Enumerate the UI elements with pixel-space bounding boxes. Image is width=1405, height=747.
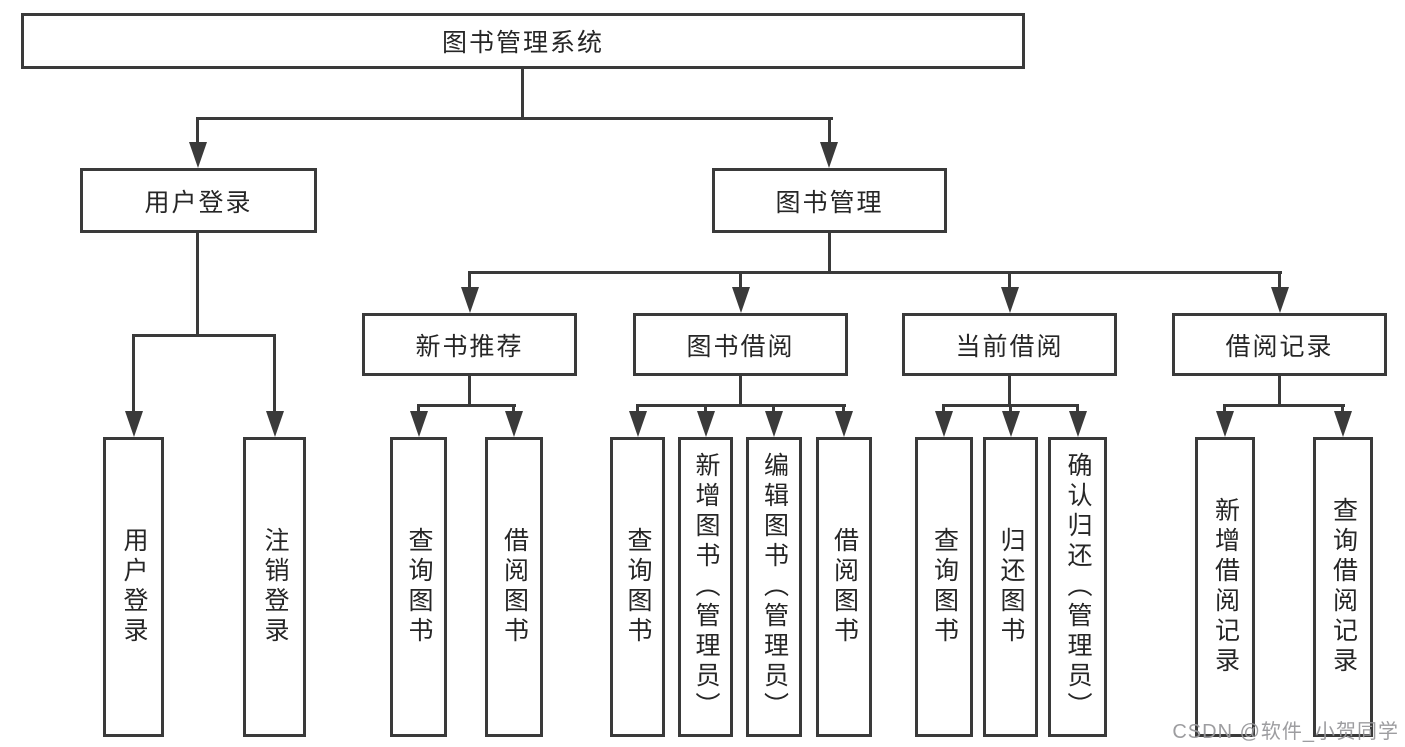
arrow-down-icon [835,411,853,437]
connector-line [273,334,276,411]
connector-line [942,404,945,414]
arrow-down-icon [505,411,523,437]
node-label: 用户登录 [144,188,253,217]
arrow-down-icon [765,411,783,437]
node-current-borrowing: 当前借阅 [902,313,1117,376]
connector-line [1009,404,1012,414]
arrow-down-icon [697,411,715,437]
arrow-down-icon [125,411,143,437]
leaf-query-books-borrowing: 查询图书 [610,437,665,737]
leaf-label: 借阅图书 [830,527,859,647]
leaf-label: 查询图书 [930,527,959,647]
connector-line [468,376,471,407]
leaf-query-books-current: 查询图书 [915,437,973,737]
node-library-management-system: 图书管理系统 [21,13,1025,69]
node-book-borrowing: 图书借阅 [633,313,848,376]
leaf-query-borrow-record: 查询借阅记录 [1313,437,1373,737]
connector-line [132,334,276,337]
connector-line [772,404,775,414]
arrow-down-icon [732,287,750,313]
leaf-add-books-admin: 新增图书（管理员） [678,437,733,737]
connector-line [1341,404,1344,414]
leaf-borrow-books-recommend: 借阅图书 [485,437,543,737]
node-user-login: 用户登录 [80,168,317,233]
connector-line [1278,376,1281,407]
leaf-label: 编辑图书（管理员） [760,452,789,722]
connector-line [468,271,471,289]
arrow-down-icon [1271,287,1289,313]
leaf-label: 用户登录 [120,527,148,647]
leaf-add-borrow-record: 新增借阅记录 [1195,437,1255,737]
arrow-down-icon [1334,411,1352,437]
leaf-label: 归还图书 [997,527,1025,647]
connector-line [196,117,199,144]
node-label: 借阅记录 [1225,332,1334,361]
arrow-down-icon [820,142,838,168]
leaf-logout: 注销登录 [243,437,306,737]
arrow-down-icon [461,287,479,313]
connector-line [512,404,515,414]
node-label: 图书借阅 [686,332,795,361]
connector-line [1223,404,1345,407]
arrow-down-icon [1001,287,1019,313]
arrow-down-icon [1069,411,1087,437]
leaf-borrow-books: 借阅图书 [816,437,872,737]
node-book-management: 图书管理 [712,168,947,233]
leaf-confirm-return-admin: 确认归还（管理员） [1048,437,1107,737]
connector-line [196,117,833,120]
leaf-label: 注销登录 [261,527,289,647]
connector-line [1223,404,1226,414]
leaf-label: 查询借阅记录 [1329,497,1358,677]
arrow-down-icon [410,411,428,437]
connector-line [739,376,742,407]
connector-line [842,404,845,414]
leaf-query-books-recommend: 查询图书 [390,437,447,737]
watermark: CSDN @软件_小贺同学 [1172,721,1399,743]
connector-line [739,271,742,289]
arrow-down-icon [189,142,207,168]
connector-line [521,69,524,119]
leaf-label: 确认归还（管理员） [1064,452,1092,722]
node-label: 新书推荐 [415,332,524,361]
leaf-label: 查询图书 [624,527,652,647]
leaf-label: 新增图书（管理员） [692,452,720,722]
node-label: 图书管理 [775,188,884,217]
leaf-return-books: 归还图书 [983,437,1038,737]
leaf-edit-books-admin: 编辑图书（管理员） [746,437,802,737]
connector-line [828,233,831,274]
arrow-down-icon [935,411,953,437]
leaf-label: 新增借阅记录 [1211,497,1240,677]
arrow-down-icon [629,411,647,437]
node-label: 图书管理系统 [441,29,604,57]
arrow-down-icon [266,411,284,437]
node-borrowing-records: 借阅记录 [1172,313,1387,376]
leaf-label: 借阅图书 [500,527,529,647]
connector-line [196,233,199,337]
connector-line [828,117,831,144]
arrow-down-icon [1216,411,1234,437]
leaf-user-login: 用户登录 [103,437,164,737]
connector-line [132,334,135,411]
connector-line [1076,404,1079,414]
node-label: 当前借阅 [955,332,1064,361]
leaf-label: 查询图书 [405,527,433,647]
connector-line [636,404,846,407]
connector-line [417,404,420,414]
connector-line [417,404,516,407]
arrow-down-icon [1002,411,1020,437]
connector-line [1008,376,1011,407]
node-new-book-recommendation: 新书推荐 [362,313,577,376]
connector-line [1008,271,1011,289]
connector-line [636,404,639,414]
connector-line [704,404,707,414]
connector-line [468,271,1282,274]
connector-line [1278,271,1281,289]
